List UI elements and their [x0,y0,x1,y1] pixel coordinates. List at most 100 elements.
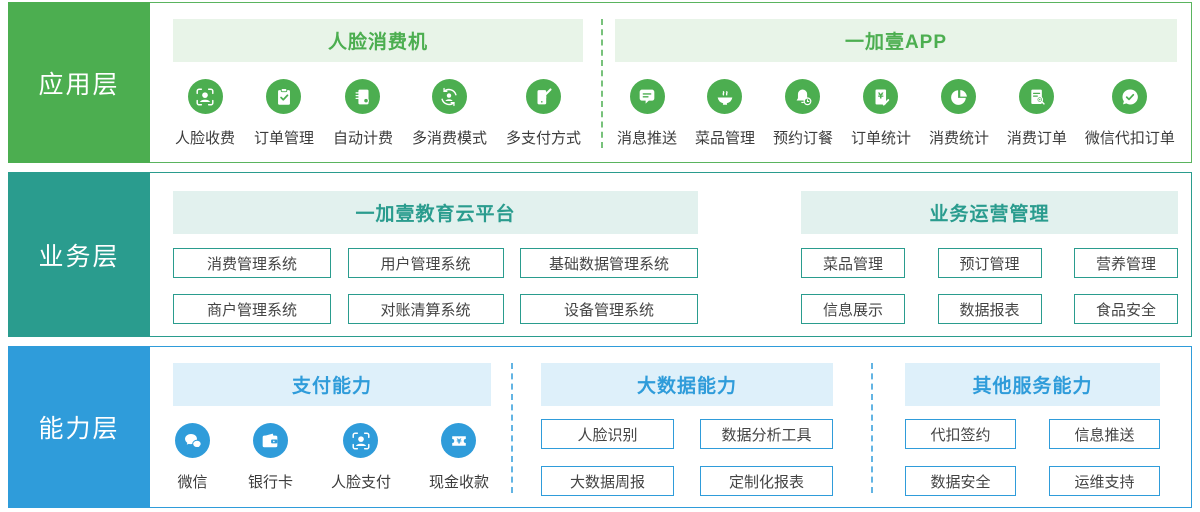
system-box: 商户管理系统 [173,294,331,324]
face-scan-icon [187,79,223,114]
group-title: 大数据能力 [541,363,833,406]
capability-layer-content: 支付能力 微信 银行卡 人脸支付 ¥ [149,347,1191,507]
feature-item: ¥ 现金收款 [429,423,489,492]
group-other-service-capability: 其他服务能力 代扣签约 信息推送 数据安全 运维支持 [905,363,1160,496]
capability-box: 信息推送 [1049,419,1160,449]
feature-item: 预约订餐 [773,79,833,148]
icon-row: 消息推送 菜品管理 预约订餐 ¥ 订单统计 [615,79,1177,148]
group-face-consumer-machine: 人脸消费机 人脸收费 订单管理 自动计费 [173,19,583,148]
layer-section-application: 应用层 人脸消费机 人脸收费 订单管理 自动计费 [8,2,1192,163]
feature-item: 多消费模式 [412,79,487,148]
system-box: 用户管理系统 [347,248,504,278]
system-box: 消费管理系统 [173,248,331,278]
doc-search-icon [1019,79,1055,114]
feature-item: 订单管理 [254,79,314,148]
feature-label: 消费订单 [1006,130,1067,147]
dashed-divider [871,363,873,493]
dish-bowl-icon [707,79,743,114]
icon-row: 微信 银行卡 人脸支付 ¥ 现金收款 [173,423,491,492]
capability-box: 数据安全 [905,466,1016,496]
feature-label: 消费统计 [928,130,989,147]
group-education-cloud-platform: 一加壹教育云平台 消费管理系统 用户管理系统 基础数据管理系统 商户管理系统 对… [173,191,698,324]
feature-label: 自动计费 [332,130,393,147]
capability-box: 定制化报表 [700,466,833,496]
layer-label-text: 能力层 [38,415,120,443]
wechat-check-icon [1112,79,1148,114]
cash-ticket-icon: ¥ [441,423,477,458]
layer-section-business: 业务层 一加壹教育云平台 消费管理系统 用户管理系统 基础数据管理系统 商户管理… [8,172,1192,337]
business-layer-content: 一加壹教育云平台 消费管理系统 用户管理系统 基础数据管理系统 商户管理系统 对… [149,173,1192,336]
clipboard-check-icon [266,79,302,114]
feature-label: 微信代扣订单 [1084,130,1175,147]
feature-item: 多支付方式 [506,79,581,148]
feature-label: 菜品管理 [694,130,755,147]
feature-item: 菜品管理 [695,79,755,148]
auto-billing-icon [345,79,381,114]
multi-mode-icon [431,79,467,114]
system-box: 营养管理 [1074,248,1178,278]
layer-label-capability: 能力层 [8,346,150,508]
feature-item: ¥ 订单统计 [851,79,911,148]
bell-clock-icon [785,79,821,114]
pie-chart-icon [941,79,977,114]
feature-label: 预约订餐 [772,130,833,147]
group-title: 人脸消费机 [173,19,583,62]
feature-item: 人脸收费 [175,79,235,148]
system-box: 对账清算系统 [347,294,504,324]
face-pay-icon [343,423,379,458]
group-title: 一加壹APP [615,19,1177,62]
feature-label: 银行卡 [247,474,293,491]
feature-item: 微信代扣订单 [1085,79,1175,148]
feature-item: 消息推送 [617,79,677,148]
feature-label: 消息推送 [617,130,678,147]
system-box: 数据报表 [937,294,1042,324]
capability-box-grid: 代扣签约 信息推送 数据安全 运维支持 [905,419,1160,496]
system-box-grid: 菜品管理 预订管理 营养管理 信息展示 数据报表 食品安全 [801,248,1178,324]
group-payment-capability: 支付能力 微信 银行卡 人脸支付 ¥ [173,363,491,492]
system-box: 信息展示 [801,294,905,324]
system-box: 基础数据管理系统 [520,248,698,278]
feature-label: 多消费模式 [411,130,487,147]
dashed-divider [601,19,603,148]
system-box: 菜品管理 [801,248,905,278]
feature-label: 人脸收费 [175,130,236,147]
feature-item: 银行卡 [248,423,293,492]
feature-label: 订单管理 [253,130,314,147]
group-business-operation-management: 业务运营管理 菜品管理 预订管理 营养管理 信息展示 数据报表 食品安全 [801,191,1178,324]
message-push-icon [629,79,665,114]
capability-box: 代扣签约 [905,419,1016,449]
feature-item: 消费统计 [929,79,989,148]
feature-item: 自动计费 [333,79,393,148]
svg-text:¥: ¥ [456,436,462,445]
system-box: 食品安全 [1074,294,1178,324]
group-yijiayi-app: 一加壹APP 消息推送 菜品管理 预约订餐 ¥ [615,19,1177,148]
feature-label: 订单统计 [850,130,911,147]
system-box: 设备管理系统 [520,294,698,324]
svg-text:¥: ¥ [878,90,884,100]
icon-row: 人脸收费 订单管理 自动计费 多消费模式 [173,79,583,148]
feature-item: 消费订单 [1007,79,1067,148]
group-title: 支付能力 [173,363,491,406]
layer-label-business: 业务层 [8,172,150,337]
layer-label-application: 应用层 [8,2,150,163]
system-box: 预订管理 [937,248,1042,278]
group-big-data-capability: 大数据能力 人脸识别 数据分析工具 大数据周报 定制化报表 [541,363,833,496]
wallet-icon [252,423,288,458]
feature-label: 微信 [177,474,208,491]
system-box-grid: 消费管理系统 用户管理系统 基础数据管理系统 商户管理系统 对账清算系统 设备管… [173,248,698,324]
layer-label-text: 应用层 [38,70,120,99]
feature-item: 微信 [175,423,210,492]
group-title: 业务运营管理 [801,191,1178,234]
capability-box: 人脸识别 [541,419,674,449]
capability-box: 运维支持 [1049,466,1160,496]
group-title: 其他服务能力 [905,363,1160,406]
dashed-divider [511,363,513,493]
feature-item: 人脸支付 [331,423,391,492]
capability-box: 大数据周报 [541,466,674,496]
feature-label: 现金收款 [428,474,489,491]
group-title: 一加壹教育云平台 [173,191,698,234]
wechat-icon [175,423,210,458]
layer-label-text: 业务层 [38,242,120,271]
capability-box: 数据分析工具 [700,419,833,449]
